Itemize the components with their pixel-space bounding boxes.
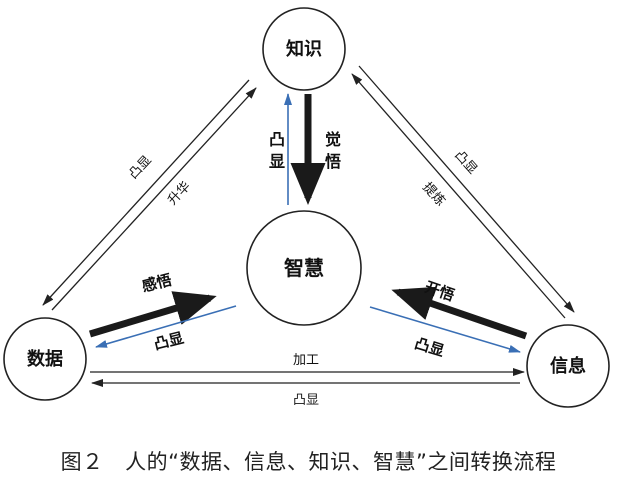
data-to-information-label: 加工 <box>293 353 319 368</box>
wisdom-to-knowledge-label: 凸 显 <box>269 130 291 171</box>
information-node <box>526 324 610 408</box>
wisdom-to-information-label: 凸显 <box>412 334 446 360</box>
information-to-knowledge-arrow <box>351 73 566 319</box>
knowledge-to-wisdom-char-2: 悟 <box>325 152 341 171</box>
knowledge-to-data-label: 凸显 <box>126 153 155 182</box>
wisdom-to-data-label: 凸显 <box>152 329 185 354</box>
knowledge-to-wisdom-label: 觉 悟 <box>325 130 347 171</box>
wisdom-to-data-arrow <box>95 305 237 348</box>
information-to-data-label: 凸显 <box>293 393 319 408</box>
data-label: 数据 <box>27 348 63 370</box>
wisdom-to-knowledge-char-2: 显 <box>269 152 285 171</box>
data-to-knowledge-arrow <box>51 87 257 311</box>
figure-caption: 图２ 人的“数据、信息、知识、智慧”之间转换流程 <box>60 450 557 474</box>
data-node <box>3 317 87 401</box>
wisdom-label: 智慧 <box>284 256 324 280</box>
knowledge-to-wisdom-char-1: 觉 <box>325 130 341 149</box>
knowledge-node <box>262 7 346 91</box>
data-to-knowledge-label: 升华 <box>165 179 194 208</box>
knowledge-label: 知识 <box>286 38 322 60</box>
wisdom-to-information-arrow <box>369 306 521 353</box>
knowledge-to-data-arrow <box>42 79 250 306</box>
information-label: 信息 <box>550 355 586 377</box>
data-to-wisdom-arrow <box>88 291 217 338</box>
data-to-wisdom-label: 感悟 <box>140 271 173 296</box>
knowledge-to-information-arrow <box>358 65 575 313</box>
wisdom-to-knowledge-char-1: 凸 <box>269 130 285 149</box>
knowledge-to-information-label: 凸显 <box>451 148 480 177</box>
wisdom-node <box>246 210 362 326</box>
information-to-wisdom-arrow <box>391 286 528 340</box>
information-to-knowledge-label: 提炼 <box>419 179 448 209</box>
